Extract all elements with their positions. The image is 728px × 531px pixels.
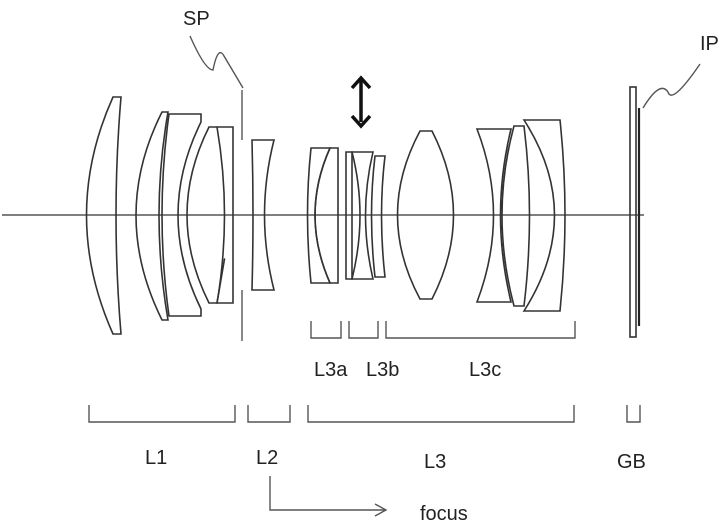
label-l3c: L3c [469, 359, 502, 381]
lens-l3c-2 [475, 128, 513, 303]
lens-l3c-3 [501, 125, 531, 307]
label-l1: L1 [145, 447, 168, 469]
ip-leader [642, 63, 701, 109]
lens-l3c-4 [522, 119, 566, 312]
focus-direction-arrow [269, 476, 388, 517]
bracket-l3 [307, 405, 575, 423]
bracket-l3c [385, 321, 576, 339]
sp-leader [189, 35, 244, 89]
lens-l3b-3 [370, 155, 386, 278]
label-l2: L2 [256, 447, 279, 469]
label-l3b: L3b [366, 359, 400, 381]
glass-block [629, 86, 637, 338]
label-gb: GB [617, 451, 646, 473]
lens-l3b-2 [350, 151, 375, 280]
label-l3a: L3a [314, 359, 348, 381]
lens-l1-5 [216, 126, 234, 304]
lens-l1-2 [135, 111, 169, 321]
label-sp: SP [183, 8, 210, 30]
vibration-arrow [350, 75, 372, 129]
label-focus: focus [420, 503, 468, 525]
bracket-gb [626, 405, 641, 423]
bracket-l3a [310, 321, 342, 339]
bracket-l1 [88, 405, 236, 423]
bracket-l3b [348, 321, 379, 339]
lens-l3a-2 [314, 147, 339, 284]
label-ip: IP [700, 33, 719, 55]
lens-l1-3 [161, 113, 202, 317]
lens-l3c-1 [396, 130, 455, 300]
lens-l2 [251, 139, 276, 291]
lens-l1-1 [85, 96, 122, 335]
label-l3: L3 [424, 451, 447, 473]
bracket-l2 [247, 405, 291, 423]
